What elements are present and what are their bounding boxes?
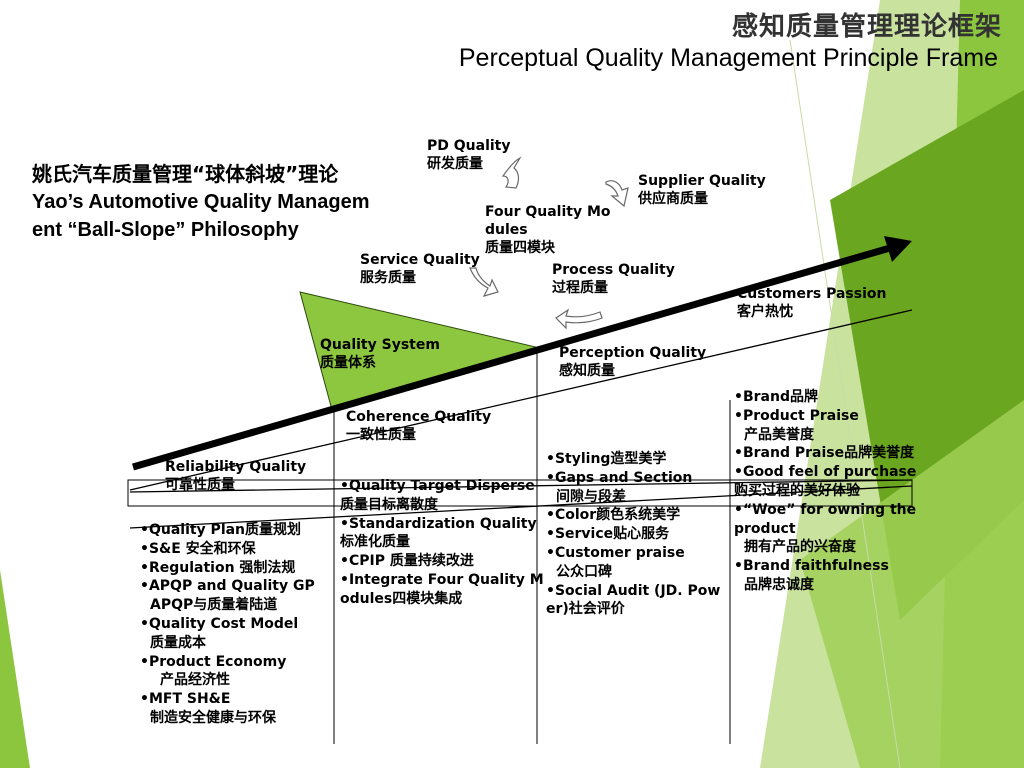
reliability-quality-label: Reliability Quality 可靠性质量: [165, 458, 306, 494]
list-item: 制造安全健康与环保: [150, 709, 276, 726]
process-quality-cn: 过程质量: [552, 280, 608, 296]
four-modules-en1: Four Quality Mo: [485, 204, 611, 220]
list-item: •Customer praise: [546, 544, 685, 561]
service-quality-cn: 服务质量: [360, 270, 416, 286]
perception-items-list: •Styling造型美学 •Gaps and Section 间隙与段差 •Color…: [546, 450, 720, 619]
reliability-quality-en: Reliability Quality: [165, 459, 307, 475]
list-item: •Integrate Four Quality M: [340, 571, 544, 588]
list-item: 间隙与段差: [556, 488, 626, 505]
coherence-quality-label: Coherence Quality 一致性质量: [346, 408, 491, 444]
list-item: •Product Economy: [140, 653, 287, 670]
list-item: •Social Audit (JD. Pow: [546, 582, 721, 599]
list-item: •Good feel of purchase: [734, 464, 917, 481]
list-item: •S&E 安全和环保: [140, 540, 256, 557]
list-item: •Service贴心服务: [546, 526, 670, 543]
list-item: product: [734, 520, 796, 537]
cycle-arrow-process: [555, 308, 603, 330]
list-item: 标准化质量: [340, 534, 410, 551]
four-modules-label: Four Quality Mo dules 质量四模块: [485, 203, 611, 257]
four-modules-en2: dules: [485, 222, 528, 238]
slope-line-mid: [129, 479, 913, 493]
customers-passion-label: Customers Passion 客户热忱: [737, 285, 886, 321]
list-item: •CPIP 质量持续改进: [340, 553, 474, 570]
supplier-quality-label: Supplier Quality 供应商质量: [638, 172, 766, 208]
philosophy-en-line1: Yao’s Automotive Quality Managem: [32, 191, 370, 213]
reliability-items-list: •Quality Plan质量规划 •S&E 安全和环保 •Regulation 强…: [140, 521, 315, 728]
slope-line-lower: [129, 485, 913, 529]
cycle-arrow-pd: [501, 156, 522, 189]
list-item: 产品美誉度: [744, 426, 814, 443]
passion-items-list: •Brand品牌 •Product Praise 产品美誉度 •Brand Prais…: [734, 388, 916, 595]
list-item: •Product Praise: [734, 407, 859, 424]
quality-system-en: Quality System: [320, 337, 440, 353]
customers-passion-en: Customers Passion: [737, 286, 887, 302]
list-item: •MFT SH&E: [140, 691, 231, 708]
philosophy-en-line2: ent “Ball-Slope” Philosophy: [32, 219, 299, 241]
slope-line-upper: [129, 309, 913, 491]
list-item: •Brand品牌: [734, 389, 818, 405]
list-item: •Gaps and Section: [546, 469, 693, 486]
cycle-arrows: [469, 156, 629, 330]
deco-corner-left: [0, 570, 30, 768]
main-slope-arrow-shaft: [132, 244, 891, 471]
coherence-items-list: •Quality Target Disperse 质量目标离散度 •Standard…: [340, 477, 544, 609]
philosophy-heading: 姚氏汽车质量管理“球体斜坡”理论 Yao’s Automotive Qualit…: [32, 160, 432, 244]
perception-quality-cn: 感知质量: [559, 363, 615, 379]
list-item: 质量目标离散度: [340, 496, 438, 513]
main-slope-arrow-head: [884, 236, 912, 262]
list-item: 品牌忠诚度: [744, 576, 814, 593]
quality-system-cn: 质量体系: [320, 355, 376, 371]
list-item: •Styling造型美学: [546, 451, 667, 467]
list-item: •Standardization Quality: [340, 515, 537, 532]
process-quality-en: Process Quality: [552, 262, 675, 278]
page-title-en: Perceptual Quality Management Principle …: [458, 44, 998, 72]
list-item: 质量成本: [150, 634, 206, 651]
process-quality-label: Process Quality 过程质量: [552, 261, 675, 297]
cycle-arrow-supplier: [605, 180, 629, 208]
supplier-quality-en: Supplier Quality: [638, 173, 766, 189]
cycle-arrow-service: [469, 267, 499, 297]
pd-quality-en: PD Quality: [427, 138, 511, 154]
coherence-quality-en: Coherence Quality: [346, 409, 492, 425]
coherence-quality-cn: 一致性质量: [346, 427, 416, 443]
list-item: •Quality Cost Model: [140, 615, 299, 632]
perception-quality-label: Perception Quality 感知质量: [559, 344, 706, 380]
pd-quality-label: PD Quality 研发质量: [427, 137, 511, 173]
list-item: 购买过程的美好体验: [734, 482, 860, 499]
list-item: er)社会评价: [546, 601, 625, 618]
list-item: APQP与质量着陆道: [150, 597, 278, 614]
list-item: •Color颜色系统美学: [546, 507, 681, 524]
list-item: 拥有产品的兴奋度: [744, 539, 856, 556]
service-quality-en: Service Quality: [360, 252, 480, 268]
pd-quality-cn: 研发质量: [427, 156, 483, 172]
list-item: odules四模块集成: [340, 590, 463, 607]
list-item: •Quality Plan质量规划: [140, 522, 302, 538]
customers-passion-cn: 客户热忱: [737, 304, 793, 320]
four-modules-cn: 质量四模块: [485, 240, 555, 256]
list-item: •Brand faithfulness: [734, 558, 889, 575]
list-item: •Regulation 强制法规: [140, 559, 296, 576]
deco-band-lower: [800, 400, 1024, 768]
list-item: •APQP and Quality GP: [140, 578, 315, 595]
philosophy-cn: 姚氏汽车质量管理“球体斜坡”理论: [32, 162, 339, 186]
list-item: •Brand Praise品牌美誉度: [734, 445, 915, 462]
band-box: [127, 479, 913, 507]
quality-system-label: Quality System 质量体系: [320, 336, 440, 372]
service-quality-label: Service Quality 服务质量: [360, 251, 480, 287]
reliability-quality-cn: 可靠性质量: [165, 477, 235, 493]
list-item: 产品经济性: [160, 672, 230, 689]
list-item: 公众口碑: [556, 563, 612, 580]
list-item: •“Woe” for owning the: [734, 501, 917, 518]
deco-line: [789, 39, 901, 768]
supplier-quality-cn: 供应商质量: [638, 191, 708, 207]
perception-quality-en: Perception Quality: [559, 345, 707, 361]
list-item: •Quality Target Disperse: [340, 478, 535, 494]
page-title-cn: 感知质量管理理论框架: [731, 12, 1002, 42]
